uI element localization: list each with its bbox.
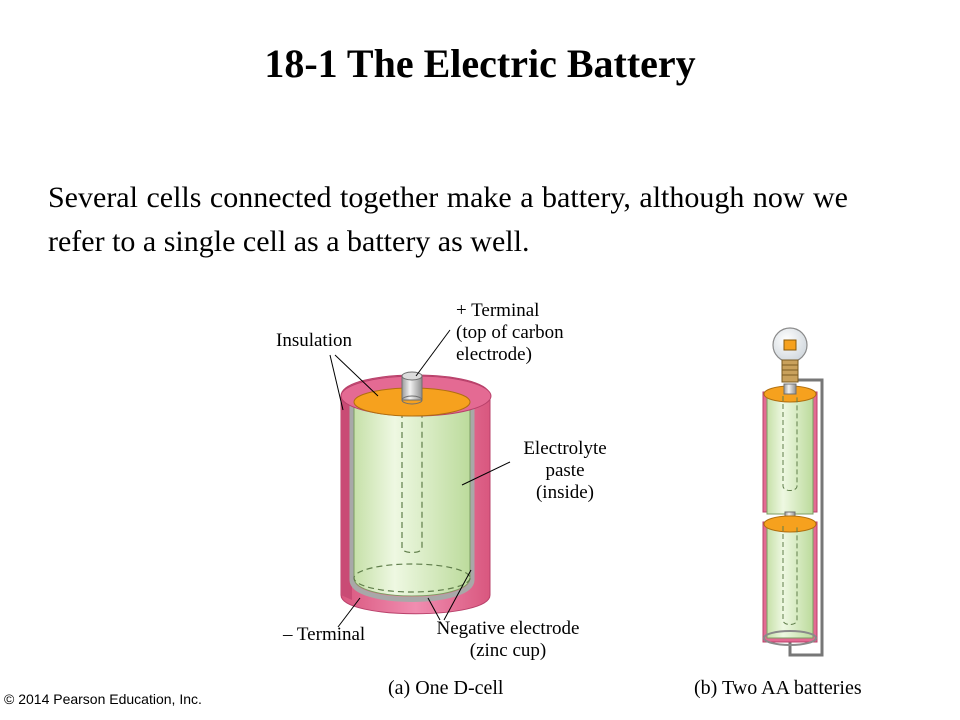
caption-d-cell: (a) One D-cell bbox=[388, 677, 504, 699]
aa-cell-upper bbox=[762, 383, 818, 515]
leader-lines bbox=[329, 329, 511, 628]
light-bulb bbox=[772, 327, 808, 383]
aa-batteries bbox=[762, 327, 824, 657]
aa-cell-lower bbox=[762, 515, 818, 646]
electrolyte-paste bbox=[353, 403, 471, 597]
label-negative-terminal: – Terminal bbox=[283, 624, 366, 645]
copyright-notice: © 2014 Pearson Education, Inc. bbox=[4, 691, 202, 707]
slide-title: 18-1 The Electric Battery bbox=[264, 41, 696, 86]
label-electrolyte-paste: Electrolyte paste (inside) bbox=[523, 438, 607, 503]
zinc-cup bbox=[349, 404, 475, 602]
caption-aa-batteries: (b) Two AA batteries bbox=[694, 677, 862, 699]
label-insulation: Insulation bbox=[276, 330, 352, 351]
label-negative-electrode: Negative electrode (zinc cup) bbox=[436, 618, 580, 661]
circuit-wire bbox=[788, 378, 824, 657]
insulation-cutaway bbox=[341, 396, 352, 600]
d-cell bbox=[329, 329, 511, 628]
label-positive-terminal: + Terminal (top of carbon electrode) bbox=[456, 300, 564, 365]
slide-body-text: Several cells connected together make a … bbox=[48, 181, 848, 258]
